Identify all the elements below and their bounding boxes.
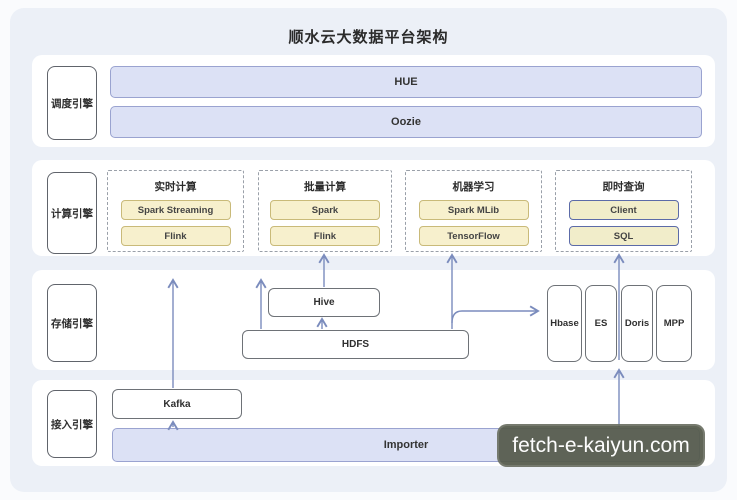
label-access-engine: 接入引擎 — [47, 390, 97, 458]
label-compute-engine: 计算引擎 — [47, 172, 97, 254]
group-title: 机器学习 — [452, 181, 495, 193]
group-instant-query: 即时查询 Client SQL — [555, 170, 692, 252]
node-kafka[interactable]: Kafka — [112, 389, 242, 419]
node-spark[interactable]: Spark — [270, 200, 380, 220]
node-spark-mlib[interactable]: Spark MLib — [418, 200, 529, 220]
label-storage-engine: 存储引擎 — [47, 284, 97, 362]
node-es[interactable]: ES — [585, 285, 617, 362]
watermark: fetch-e-kaiyun.com — [497, 424, 705, 467]
group-realtime-computing: 实时计算 Spark Streaming Flink — [107, 170, 244, 252]
label-scheduling-engine: 调度引擎 — [47, 66, 97, 140]
group-machine-learning: 机器学习 Spark MLib TensorFlow — [405, 170, 542, 252]
node-sql[interactable]: SQL — [568, 226, 679, 246]
node-hdfs[interactable]: HDFS — [242, 330, 469, 359]
node-flink-realtime[interactable]: Flink — [120, 226, 231, 246]
node-oozie[interactable]: Oozie — [110, 106, 702, 138]
node-mpp[interactable]: MPP — [656, 285, 692, 362]
group-batch-computing: 批量计算 Spark Flink — [258, 170, 392, 252]
node-flink-batch[interactable]: Flink — [270, 226, 380, 246]
node-hive[interactable]: Hive — [268, 288, 380, 317]
node-client[interactable]: Client — [568, 200, 679, 220]
group-title: 批量计算 — [304, 181, 346, 193]
node-hbase[interactable]: Hbase — [547, 285, 582, 362]
node-doris[interactable]: Doris — [621, 285, 653, 362]
node-spark-streaming[interactable]: Spark Streaming — [120, 200, 231, 220]
group-title: 实时计算 — [154, 181, 197, 193]
page-title: 顺水云大数据平台架构 — [288, 29, 449, 46]
node-tensorflow[interactable]: TensorFlow — [418, 226, 529, 246]
group-title: 即时查询 — [602, 181, 645, 193]
node-hue[interactable]: HUE — [110, 66, 702, 98]
